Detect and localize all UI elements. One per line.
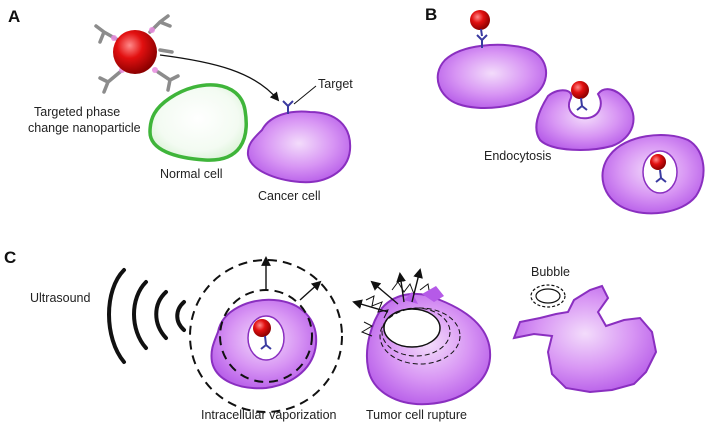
bubble-shockwaves: [379, 307, 461, 365]
endocytosis-cell-2: [535, 88, 635, 151]
bound-nanoparticle-1: [470, 10, 490, 30]
panel-label-a: A: [8, 7, 20, 26]
rupture-label: Tumor cell rupture: [366, 408, 467, 422]
bubble-label: Bubble: [531, 265, 570, 279]
normal-cell: [148, 83, 248, 162]
normal-cell-label: Normal cell: [160, 167, 223, 181]
wavefront-arrow-diag: [299, 280, 322, 301]
target-pointer: [293, 85, 317, 105]
nanoparticle-label-line2: change nanoparticle: [28, 121, 141, 135]
vaporization-receptor: [260, 335, 272, 350]
endocytosis-cell-1: [436, 43, 547, 109]
rupture-membrane-fragments: [404, 286, 444, 304]
cancer-cell: [246, 110, 352, 184]
nanoparticle: [113, 30, 157, 74]
internalized-receptor: [655, 169, 667, 183]
target-receptor: [282, 100, 294, 114]
target-label: Target: [318, 77, 353, 91]
free-bubble: [530, 284, 566, 308]
destroyed-cell: [512, 284, 658, 394]
internalized-nanoparticle: [650, 154, 666, 170]
panel-label-c: C: [4, 248, 16, 267]
endocytosis-label: Endocytosis: [484, 149, 551, 163]
np-stalk-1: [480, 28, 483, 37]
vaporization-label: Intracellular vaporization: [201, 408, 337, 422]
rupture-arrows: [352, 268, 423, 313]
ultrasound-label: Ultrasound: [30, 291, 90, 305]
antibody-joint-highlights: [111, 27, 158, 73]
bound-receptor-1: [476, 34, 488, 48]
antibody-icons: [94, 14, 180, 94]
cancer-cell-label: Cancer cell: [258, 189, 321, 203]
vaporization-nanoparticle: [253, 319, 271, 337]
nanoparticle-label-line1: Targeted phase: [34, 105, 120, 119]
ultrasound-waves-icon: [107, 268, 186, 364]
targeting-arrow: [159, 54, 280, 102]
bound-nanoparticle-2: [571, 81, 589, 99]
panel-label-b: B: [425, 5, 437, 24]
bound-receptor-2: [576, 97, 588, 111]
